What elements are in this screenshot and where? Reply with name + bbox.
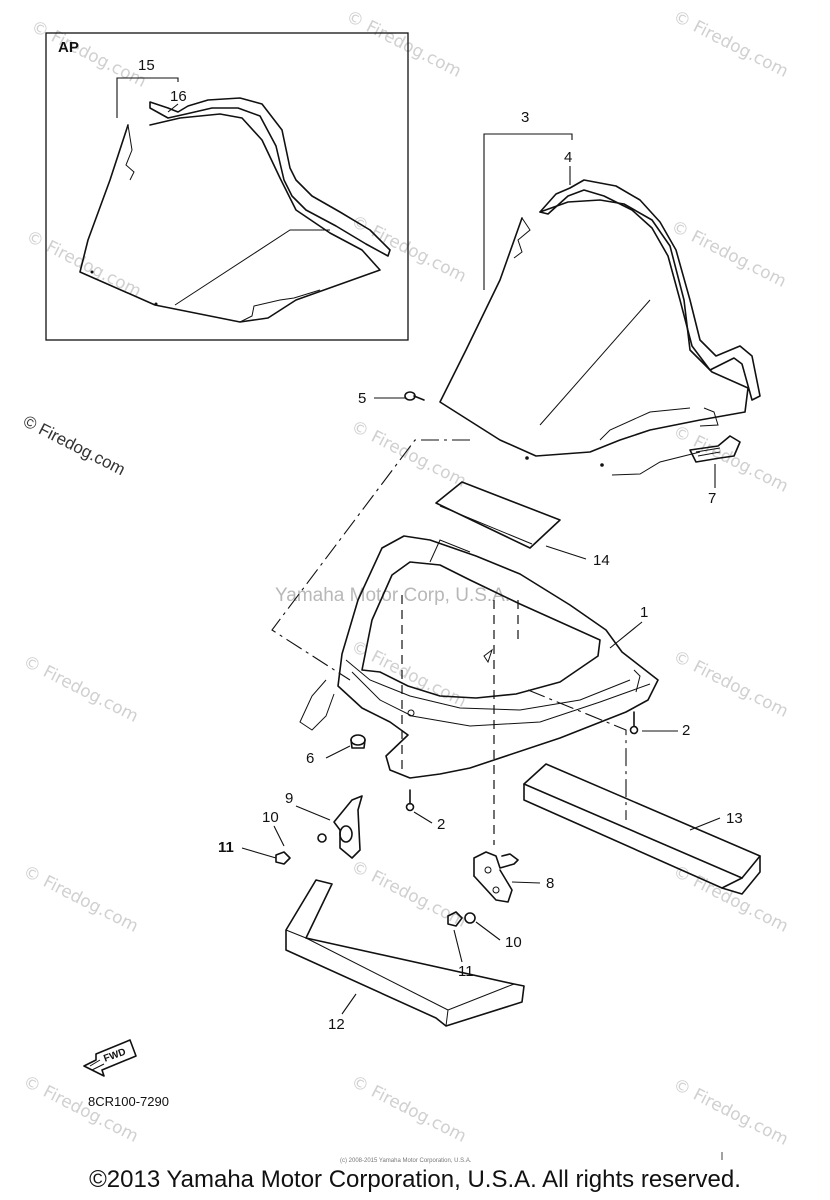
callout-8: 8 [546,875,554,892]
callout-5: 5 [358,390,366,407]
inset-label: AP [58,39,79,56]
watermark: © Firedog.com [668,217,790,292]
pad-14: 14 [435,481,610,569]
copyright-footer: ©2013 Yamaha Motor Corporation, U.S.A. A… [89,1166,741,1193]
callout-9: 9 [285,790,293,807]
watermark: © Firedog.com [348,1072,470,1147]
fwd-arrow-icon: FWD [83,1039,137,1077]
foam-13: 13 [523,763,761,895]
callout-14: 14 [593,552,610,569]
callout-2: 2 [682,722,690,739]
watermark: © Firedog.com [670,422,792,497]
grommet-6: 6 [306,734,366,767]
watermark: © Firedog.com [670,1075,792,1150]
callout-10: 10 [262,809,279,826]
callout-12: 12 [328,1016,345,1033]
windshield-assembly: 3 4 [439,109,761,476]
inset-ap: AP 15 16 [45,32,409,341]
callout-11b: 11 [458,963,474,980]
watermarks: © Firedog.com © Firedog.com © Firedog.co… [20,7,792,1150]
diagram-ref: 8CR100-7290 [88,1094,169,1109]
center-watermark: Yamaha Motor Corp, U.S.A. [275,585,510,606]
bolt-5: 5 [358,390,425,407]
bracket-9: 9 10 11 [218,790,363,865]
fine-print: (c) 2008-2015 Yamaha Motor Corporation, … [340,1158,472,1164]
callout-2b: 2 [437,816,445,833]
callout-11: 11 [218,839,234,856]
bracket-8: 8 10 11 [447,851,554,980]
callout-16: 16 [170,88,187,105]
callout-4: 4 [564,149,572,166]
watermark: © Firedog.com [20,652,142,727]
callout-7: 7 [708,490,716,507]
bolt-2-upper: 2 [629,711,690,739]
foam-12: 12 [285,879,525,1033]
assembly-lines [271,439,627,845]
watermark: © Firedog.com [20,862,142,937]
bolt-2-lower: 2 [405,789,445,833]
watermark: © Firedog.com [348,857,470,932]
watermark: © Firedog.com [23,227,145,302]
callout-1: 1 [640,604,648,621]
watermark: © Firedog.com [343,7,465,82]
watermark: © Firedog.com [20,1072,142,1147]
cowl-1: 1 [299,535,659,779]
watermark: © Firedog.com [670,7,792,82]
callout-15: 15 [138,57,155,74]
callout-6: 6 [306,750,314,767]
watermark-dark: © Firedog.com [20,412,128,480]
watermark: © Firedog.com [348,417,470,492]
callout-13: 13 [726,810,743,827]
watermark: © Firedog.com [670,647,792,722]
callout-10b: 10 [505,934,522,951]
callout-3: 3 [521,109,529,126]
clip-7: 7 [689,435,741,507]
